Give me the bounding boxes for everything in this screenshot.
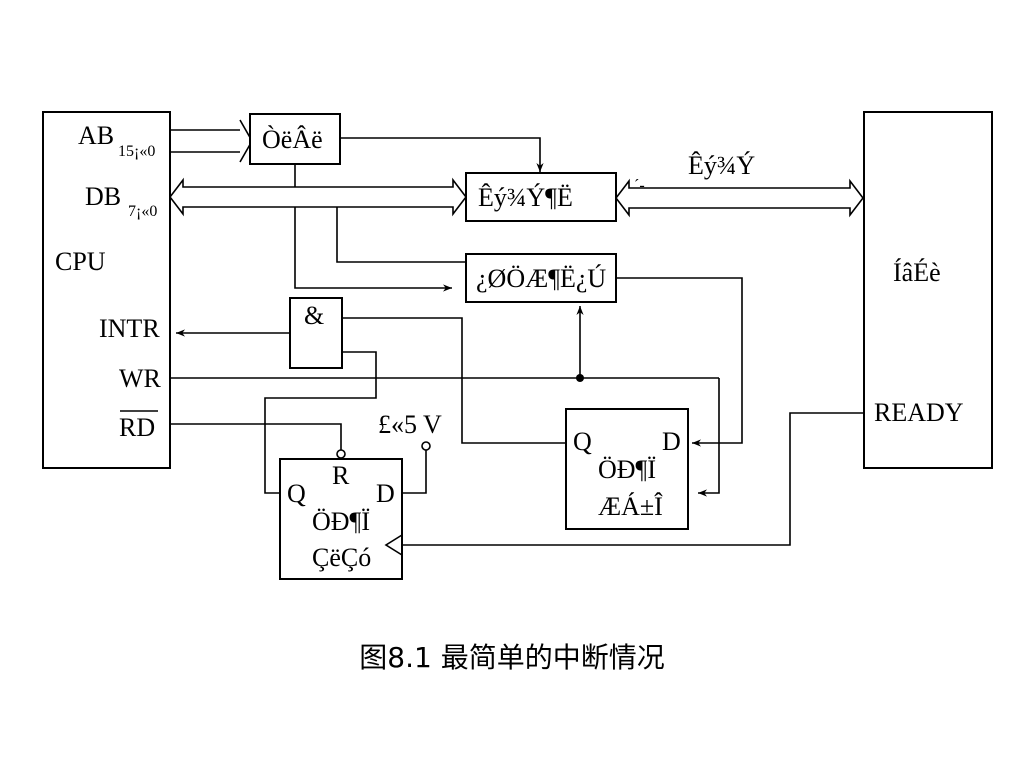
ready-label: READY (874, 398, 964, 427)
request-ff-line2: ÇëÇó (312, 543, 371, 572)
peripheral-data-bus: Êý¾Ý ´- (614, 151, 865, 218)
mask-ff-d-label: D (662, 427, 681, 456)
power-terminal (421, 441, 431, 451)
mask-ff-line2: ÆÁ±Î (598, 492, 663, 521)
ready-to-request-ff-line (402, 412, 864, 546)
peripheral-title: ÍâÉè (893, 258, 941, 287)
data-register-box (465, 172, 617, 222)
control-register-block: ¿ØÖÆ¶Ë¿Ú (465, 253, 617, 303)
data-bus-label: Êý¾Ý (688, 151, 755, 180)
cpu-data-bus-arrow (168, 177, 468, 217)
decoder-to-data-register-line (340, 137, 544, 172)
db-range-label: 7¡«0 (128, 203, 157, 220)
db-label: DB (85, 182, 121, 211)
control-register-box (465, 253, 617, 303)
decoder-label: ÒëÂë (262, 125, 323, 154)
and-gate-label: & (304, 301, 324, 330)
power-to-request-ff-line (402, 450, 427, 494)
request-ff-clock-triangle (384, 534, 403, 556)
data-bus-tick: ´- (634, 177, 645, 194)
request-ff-d-label: D (376, 479, 395, 508)
data-register-label: Êý¾Ý¶Ë (478, 183, 573, 212)
address-bus (170, 119, 253, 163)
reset-bubble (336, 449, 346, 459)
mask-ff-box (565, 408, 689, 530)
request-ff-to-and-line (264, 351, 377, 494)
request-ff-line1: ÖÐ¶Ï (312, 507, 370, 536)
rd-to-reset-line (170, 423, 342, 450)
and-gate-block: & (289, 297, 343, 369)
peripheral-box (863, 111, 993, 469)
peripheral-block: ÍâÉè READY (863, 111, 993, 469)
request-ff-box (279, 458, 403, 580)
peripheral-data-bus-arrow (614, 178, 865, 218)
wr-to-mask-ff-line (698, 378, 720, 497)
mask-ff-block: Q D ÖÐ¶Ï ÆÁ±Î (565, 408, 689, 530)
mask-ff-to-and-line (342, 317, 566, 444)
decoder-block: ÒëÂë (249, 113, 341, 165)
ab-range-label: 15¡«0 (118, 143, 155, 160)
decoder-aux-line (336, 205, 465, 263)
cpu-title: CPU (55, 247, 106, 276)
cpu-data-bus (168, 177, 468, 217)
request-ff-q-label: Q (287, 479, 306, 508)
intr-label: INTR (99, 314, 160, 343)
ab-label: AB (78, 121, 114, 150)
mask-ff-q-label: Q (573, 427, 592, 456)
wr-junction-dot (576, 374, 584, 382)
control-register-label: ¿ØÖÆ¶Ë¿Ú (476, 264, 606, 293)
data-register-block: Êý¾Ý¶Ë (465, 172, 617, 222)
cpu-box (42, 111, 171, 469)
control-to-mask-ff-line (616, 277, 743, 447)
figure-caption: 图8.1 最简单的中断情况 (359, 641, 664, 674)
wr-label: WR (119, 364, 162, 393)
request-ff-r-label: R (332, 461, 350, 490)
rd-label: RD (119, 413, 155, 442)
request-ff-block: R Q D ÖÐ¶Ï ÇëÇó (279, 458, 403, 580)
mask-ff-line1: ÖÐ¶Ï (598, 455, 656, 484)
decoder-to-control-register-line (294, 164, 452, 292)
cpu-block: AB 15¡«0 DB 7¡«0 CPU INTR WR RD (42, 111, 171, 469)
power-label: £«5 V (378, 410, 442, 439)
